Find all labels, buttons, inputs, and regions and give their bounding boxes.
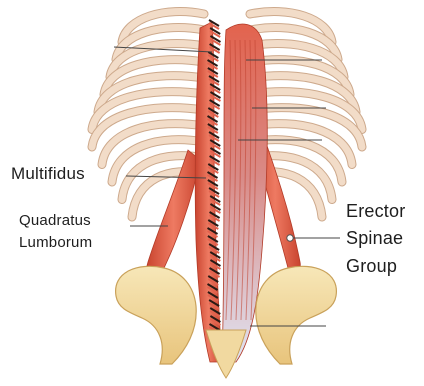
label-erector-spinae-line1: Erector (346, 201, 405, 222)
label-quadratus-lumborum-line1: Quadratus (19, 212, 91, 229)
label-multifidus: Multifidus (11, 164, 85, 184)
pelvis-left-ilium (116, 266, 197, 364)
label-quadratus-lumborum-line2: Lumborum (19, 234, 92, 251)
leader-anchor (287, 235, 293, 241)
label-erector-spinae-line2: Spinae (346, 228, 403, 249)
pelvis-right-ilium (256, 266, 337, 364)
label-erector-spinae-line3: Group (346, 256, 397, 277)
